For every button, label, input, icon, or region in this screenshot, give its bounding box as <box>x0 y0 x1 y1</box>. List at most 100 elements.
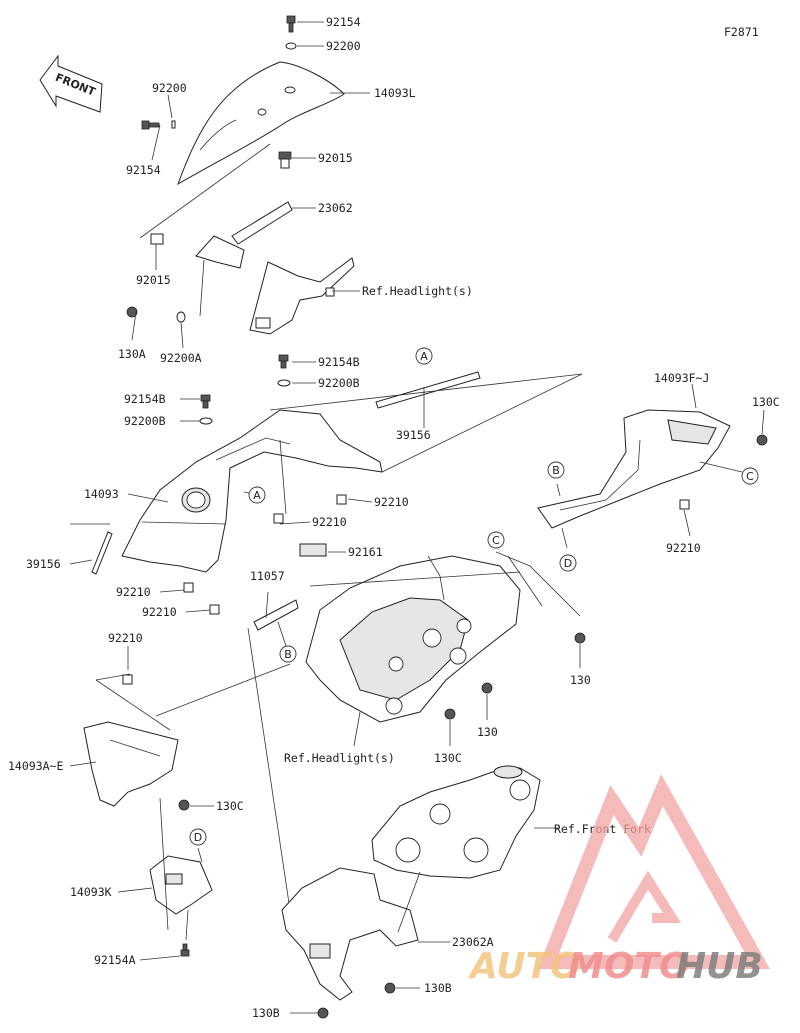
part-label-23062: 23062 <box>318 201 353 215</box>
headlight-bracket-top <box>249 257 355 335</box>
callout-c-1: C <box>487 531 505 549</box>
part-label-130-b: 130 <box>477 725 498 739</box>
part-label-11057: 11057 <box>250 569 285 583</box>
wordmark-hub: HUB <box>676 946 763 987</box>
clip-92210-right <box>679 499 690 510</box>
callout-b-2: B <box>279 645 297 663</box>
rubber-strip-39156-left <box>91 531 113 575</box>
wordmark-auto: AUTO <box>467 946 581 987</box>
clip-92210-c <box>183 582 194 593</box>
callout-a-1: A <box>415 347 433 365</box>
clip-92210-d <box>209 604 220 615</box>
part-label-39156-center: 39156 <box>396 428 431 442</box>
part-label-130-a: 130 <box>570 673 591 687</box>
callout-d-1: D <box>559 554 577 572</box>
part-label-14093: 14093 <box>84 487 119 501</box>
part-label-92154B-left: 92154B <box>124 392 166 406</box>
svg-text:A: A <box>420 350 428 363</box>
callout-d-2: D <box>189 828 207 846</box>
svg-text:D: D <box>194 831 202 844</box>
part-label-92210-b: 92210 <box>374 495 409 509</box>
bolt-92154B-left <box>200 394 211 409</box>
part-label-92154-top: 92154 <box>326 15 361 29</box>
part-label-92200B-left: 92200B <box>124 414 166 428</box>
part-label-92200-left: 92200 <box>152 81 187 95</box>
washer-92200B-right <box>277 379 291 387</box>
part-label-130A: 130A <box>118 347 146 361</box>
washer-92200B-left <box>199 417 213 425</box>
svg-text:C: C <box>746 470 754 483</box>
svg-text:B: B <box>552 464 560 477</box>
bolt-92154-left <box>141 120 160 130</box>
part-label-130B-left: 130B <box>252 1006 280 1020</box>
part-label-39156-left: 39156 <box>26 557 61 571</box>
automotohub-wordmark: AUTO MOTO HUB <box>467 946 763 987</box>
part-label-92015-right: 92015 <box>318 151 353 165</box>
side-cover-14093K <box>149 855 213 915</box>
bolt-92154A <box>180 943 190 957</box>
bolt-130C-mid <box>444 708 456 720</box>
upper-fork-clamp <box>371 765 541 879</box>
bracket-11057 <box>253 599 299 631</box>
part-label-92210-right: 92210 <box>666 541 701 555</box>
bolt-130A <box>126 306 138 318</box>
part-label-14093L: 14093L <box>374 86 416 100</box>
side-cover-14093F-J <box>537 409 731 529</box>
ref-headlight-bottom: Ref.Headlight(s) <box>284 751 395 765</box>
part-label-14093K: 14093K <box>70 885 112 899</box>
washer-92200-left <box>171 120 176 129</box>
bolt-130C-left <box>178 799 190 811</box>
part-label-92210-e: 92210 <box>108 631 143 645</box>
part-label-92154B-right: 92154B <box>318 355 360 369</box>
clip-92210-a <box>273 513 284 524</box>
clip-92210-b <box>336 494 347 505</box>
svg-text:C: C <box>492 534 500 547</box>
bolt-92154-top <box>286 15 296 33</box>
bracket-23062A <box>281 867 419 1001</box>
part-label-92154A: 92154A <box>94 953 136 967</box>
part-label-23062A: 23062A <box>452 935 494 949</box>
bolt-130B-right <box>384 982 396 994</box>
part-label-92200B-right: 92200B <box>318 376 360 390</box>
part-label-92015-left: 92015 <box>136 273 171 287</box>
windscreen-14093L <box>177 61 345 186</box>
side-cover-14093A-E <box>83 721 179 807</box>
part-label-92154-left: 92154 <box>126 163 161 177</box>
bolt-130-b <box>481 682 493 694</box>
part-label-130B-right: 130B <box>424 981 452 995</box>
part-label-92210-a: 92210 <box>312 515 347 529</box>
grommet-92015-left <box>150 233 164 245</box>
part-label-14093A-E: 14093A~E <box>8 759 63 773</box>
part-label-92210-c: 92210 <box>116 585 151 599</box>
callout-c-2: C <box>741 467 759 485</box>
callout-a-2: A <box>248 486 266 504</box>
svg-text:D: D <box>564 557 572 570</box>
bolt-92154B-right <box>278 354 289 369</box>
clip-92210-e <box>122 674 133 685</box>
svg-text:B: B <box>284 648 292 661</box>
upper-cowl-14093 <box>121 409 383 573</box>
front-arrow-icon: FRONT <box>39 54 103 113</box>
part-label-92210-d: 92210 <box>142 605 177 619</box>
part-label-130C-left: 130C <box>216 799 244 813</box>
part-label-92200A: 92200A <box>160 351 202 365</box>
svg-text:A: A <box>253 489 261 502</box>
part-label-92200-top: 92200 <box>326 39 361 53</box>
bolt-130B-left <box>317 1007 329 1019</box>
part-label-130C-right: 130C <box>752 395 780 409</box>
callout-b-1: B <box>547 461 565 479</box>
bolt-130-a <box>574 632 586 644</box>
automotohub-logo <box>537 774 770 969</box>
ref-headlight-top: Ref.Headlight(s) <box>362 284 473 298</box>
headlight-assembly <box>305 555 521 723</box>
rubber-strip-39156-center <box>375 371 481 409</box>
bracket-23062 <box>195 201 293 269</box>
grommet-92015-right <box>278 151 292 169</box>
washer-92200-top <box>285 42 297 50</box>
part-label-14093F-J: 14093F~J <box>654 371 709 385</box>
washer-92200A <box>176 311 186 323</box>
part-label-92161: 92161 <box>348 545 383 559</box>
figure-id: F2871 <box>724 25 759 39</box>
bolt-130C-right <box>756 434 768 446</box>
